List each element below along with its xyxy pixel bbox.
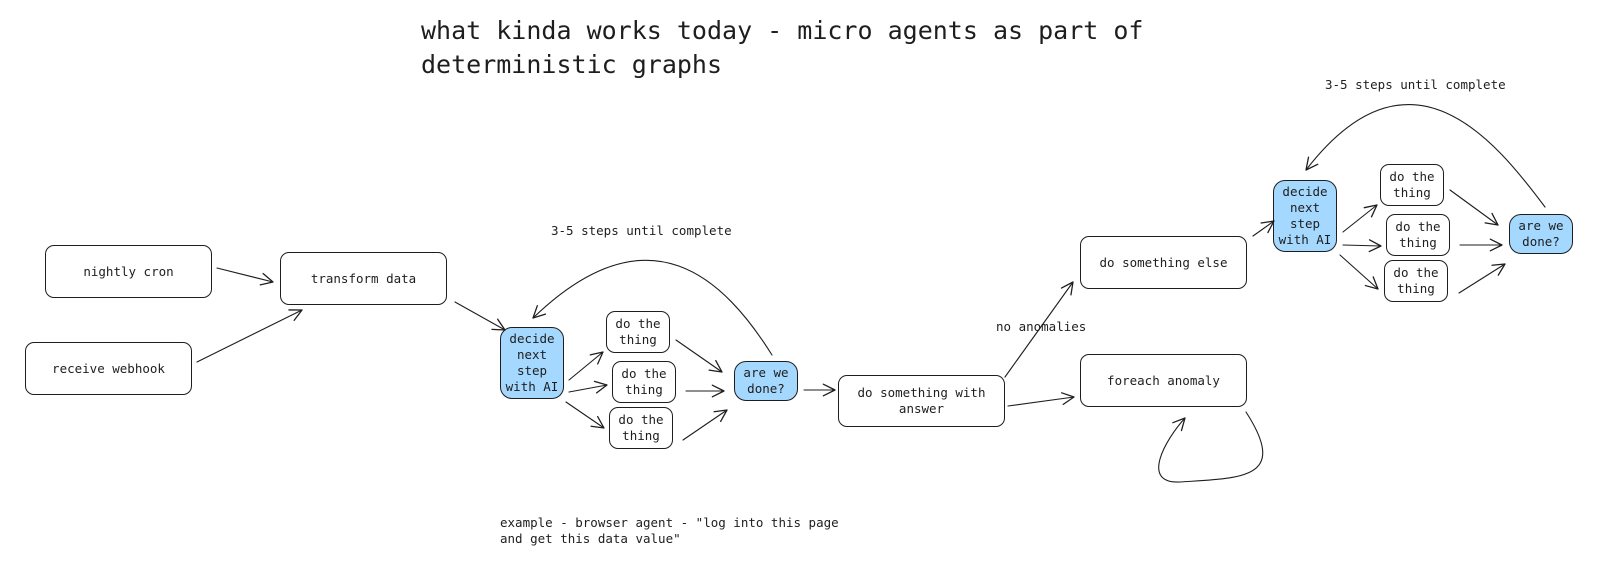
edge-decide-1-to-thing-1a [568,351,604,381]
node-transform-data[interactable]: transform data [280,252,447,305]
node-receive-webhook-label: receive webhook [52,360,165,376]
node-nightly-cron-label: nightly cron [83,263,174,279]
node-do-something-with-answer[interactable]: do something with answer [838,375,1005,427]
node-do-the-thing-2b-label: do the thing [1395,219,1441,250]
node-do-the-thing-1a[interactable]: do the thing [606,311,670,353]
node-do-the-thing-2c[interactable]: do the thing [1384,260,1448,302]
node-do-the-thing-2c-label: do the thing [1393,265,1439,296]
node-are-we-done-1-label: are we done? [743,365,789,396]
edge-decide-2-to-thing-2a [1342,204,1378,233]
node-are-we-done-2[interactable]: are we done? [1509,214,1573,254]
edge-something-else-to-decide-2 [1252,220,1275,237]
node-do-the-thing-2b[interactable]: do the thing [1386,214,1450,256]
node-decide-next-step-1[interactable]: decide next step with AI [500,327,564,399]
example-note: example - browser agent - "log into this… [500,515,839,546]
edge-thing-2a-to-done-2 [1449,189,1499,226]
loop-label-2: 3-5 steps until complete [1325,77,1506,92]
node-receive-webhook[interactable]: receive webhook [25,342,192,395]
node-do-something-else[interactable]: do something else [1080,236,1247,289]
node-decide-next-step-1-label: decide next step with AI [505,331,559,394]
node-do-the-thing-1b-label: do the thing [621,366,667,397]
edge-decide-1-to-thing-1b [568,380,608,394]
node-do-the-thing-1b[interactable]: do the thing [612,361,676,403]
edge-decide-2-to-thing-2b [1342,239,1382,253]
node-are-we-done-2-label: are we done? [1518,218,1564,249]
node-transform-data-label: transform data [310,270,417,286]
edge-thing-1a-to-done-1 [675,339,723,373]
edge-done-2-loop-back [1305,103,1546,208]
loop-label-1: 3-5 steps until complete [551,223,732,238]
node-do-the-thing-2a[interactable]: do the thing [1380,164,1444,206]
edge-answer-to-foreach [1007,392,1075,407]
edge-webhook-to-transform [196,309,303,363]
node-decide-next-step-2-label: decide next step with AI [1278,184,1332,247]
node-do-something-with-answer-label: do something with answer [857,385,986,416]
edge-transform-to-decide-1 [454,301,506,331]
edge-answer-to-something-else [1004,281,1074,378]
node-do-something-else-label: do something else [1099,254,1228,270]
node-do-the-thing-1c-label: do the thing [618,412,664,443]
node-do-the-thing-1a-label: do the thing [615,316,661,347]
node-nightly-cron[interactable]: nightly cron [45,245,212,298]
node-do-the-thing-1c[interactable]: do the thing [609,407,673,449]
node-do-the-thing-2a-label: do the thing [1389,169,1435,200]
node-foreach-anomaly[interactable]: foreach anomaly [1080,354,1247,407]
edge-thing-1c-to-done-1 [682,409,728,441]
node-are-we-done-1[interactable]: are we done? [734,361,798,401]
edge-decide-2-to-thing-2c [1339,254,1379,290]
edge-cron-to-transform [216,267,274,286]
edge-foreach-self-loop [1158,411,1264,483]
node-decide-next-step-2[interactable]: decide next step with AI [1273,180,1337,252]
edge-decide-1-to-thing-1c [565,401,605,429]
edge-done-1-loop-back [532,259,773,356]
node-foreach-anomaly-label: foreach anomaly [1107,372,1220,388]
edge-thing-2c-to-done-2 [1458,263,1506,294]
diagram-title: what kinda works today - micro agents as… [421,16,1144,79]
